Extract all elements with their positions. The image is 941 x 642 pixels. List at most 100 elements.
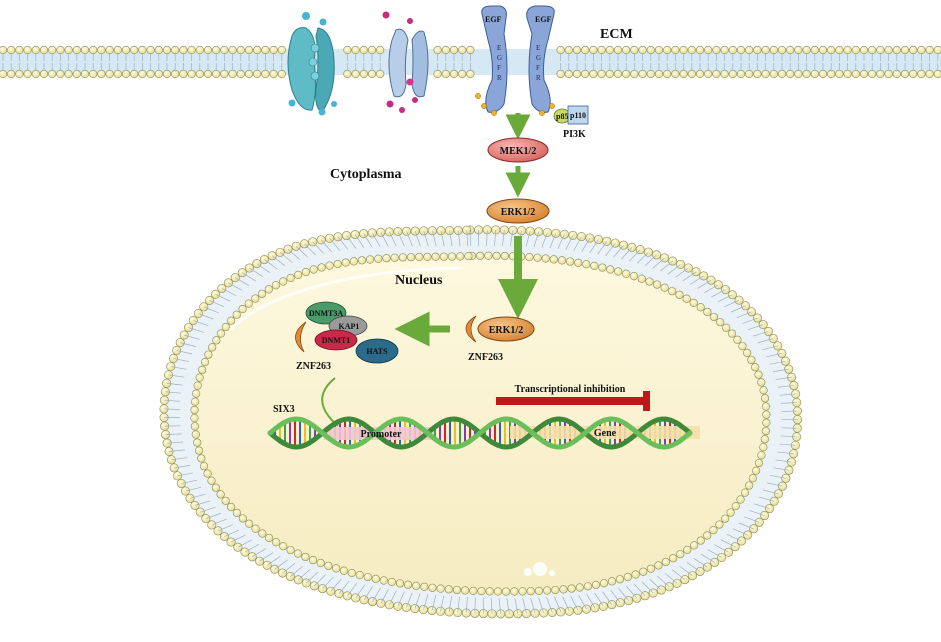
lipid-head — [163, 370, 173, 380]
lipid-head — [269, 45, 278, 55]
lipid-head — [581, 45, 590, 55]
lipid-head — [835, 45, 844, 55]
lipid-head — [376, 69, 385, 79]
mek-label: MEK1/2 — [500, 146, 537, 157]
lipid-head — [572, 69, 582, 79]
lipid-head — [687, 45, 696, 55]
lipid-head — [933, 45, 941, 55]
erk-node-cytoplasm: ERK1/2 — [486, 198, 550, 224]
lipid-head — [261, 45, 270, 55]
lipid-head — [293, 549, 303, 558]
lipid-head — [89, 45, 98, 55]
lipid-head — [56, 45, 65, 55]
lipid-head — [212, 69, 221, 79]
lipid-head — [909, 69, 918, 79]
lipid-head — [428, 583, 437, 592]
lipid-head — [371, 574, 380, 583]
lipid-head — [199, 462, 209, 471]
lipid-head — [769, 69, 778, 79]
lipid-head — [663, 45, 672, 55]
lipid-head — [317, 263, 326, 272]
lipid-head — [48, 45, 57, 55]
lipid-head — [216, 329, 226, 338]
lipid-head — [745, 69, 754, 79]
lipid-head — [452, 585, 462, 595]
lipid-head — [663, 69, 672, 79]
lipid-head — [15, 69, 24, 79]
lipid-head — [342, 591, 352, 601]
egf-left-label: EGF — [485, 15, 502, 24]
lipid-head — [228, 45, 237, 55]
lipid-head — [760, 394, 770, 403]
lipid-head — [195, 69, 204, 79]
lipid-head — [238, 514, 247, 523]
lipid-head — [925, 45, 934, 55]
erk-znf263-complex: ERK1/2 ZNF263 — [465, 315, 535, 363]
lipid-head — [168, 353, 178, 363]
nucleus-label: Nucleus — [395, 273, 443, 288]
lipid-head — [357, 256, 367, 265]
membrane-heads-bottom — [0, 63, 941, 79]
lipid-head — [884, 69, 893, 79]
lipid-head — [436, 226, 446, 236]
lipid-head — [757, 451, 766, 460]
lipid-head — [859, 69, 869, 79]
lipid-head — [752, 466, 761, 475]
lipid-head — [743, 348, 752, 358]
lipid-head — [687, 69, 696, 79]
lipid-head — [286, 273, 295, 283]
lipid-head — [639, 567, 648, 576]
lipid-head — [484, 251, 493, 260]
lipid-head — [754, 458, 764, 468]
lipid-head — [294, 270, 303, 279]
lipid-head — [731, 502, 740, 511]
lipid-head — [439, 252, 448, 261]
lipid-head — [827, 69, 836, 79]
lipid-head — [166, 362, 176, 372]
lipid-head — [622, 45, 631, 55]
lipid-head — [130, 45, 139, 55]
lipid-head — [757, 378, 766, 387]
lipid-head — [748, 474, 757, 483]
nucleus-heads-outer — [159, 225, 803, 619]
lipid-head — [236, 45, 245, 55]
lipid-head — [423, 252, 432, 261]
lipid-head — [763, 326, 773, 336]
gene-region — [510, 426, 700, 439]
lipid-head — [420, 582, 429, 591]
lipid-head — [433, 45, 442, 55]
lipid-head — [193, 438, 202, 447]
lipid-head — [572, 45, 582, 55]
lipid-head — [390, 253, 399, 262]
lipid-head — [753, 45, 762, 55]
lipid-head — [835, 69, 844, 79]
lipid-head — [367, 228, 377, 238]
lipid-head — [207, 476, 216, 485]
lipid-head — [676, 550, 685, 559]
lipid-head — [80, 45, 90, 55]
lipid-head — [275, 247, 285, 257]
lipid-head — [251, 294, 260, 303]
lipid-head — [447, 252, 457, 261]
lipid-head — [433, 69, 442, 79]
lipid-head — [402, 226, 412, 236]
lipid-head — [654, 45, 664, 55]
lipid-head — [668, 287, 677, 296]
znf263-repressor-complex: DNMT3A KAP1 DNMT1 HATS ZNF263 — [295, 301, 399, 372]
lipid-head — [727, 329, 737, 338]
lipid-head — [238, 304, 247, 314]
lipid-head — [39, 69, 49, 79]
lipid-head — [745, 481, 754, 490]
promoter-label: Promoter — [361, 429, 402, 440]
lipid-head — [599, 579, 609, 588]
lipid-head — [716, 318, 725, 327]
lipid-head — [720, 45, 729, 55]
lipid-head — [23, 69, 32, 79]
lipid-head — [220, 69, 229, 79]
lipid-head — [607, 577, 617, 586]
lipid-head — [286, 545, 295, 555]
lipid-head — [285, 572, 295, 582]
lipid-head — [227, 502, 236, 512]
lipid-head — [379, 576, 388, 585]
lipid-head — [615, 575, 625, 584]
